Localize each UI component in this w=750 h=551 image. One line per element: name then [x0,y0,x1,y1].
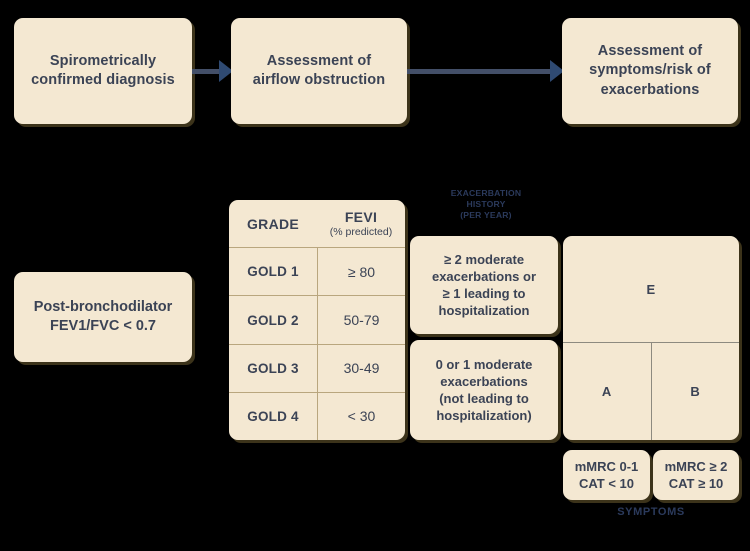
cell-grade: GOLD 1 [229,248,317,295]
header-fev-sublabel: (% predicted) [329,226,393,239]
arrow-right-icon-2 [407,60,564,82]
table-row: GOLD 4 < 30 [229,391,405,440]
gold-grade-table: GRADE FEVI (% predicted) GOLD 1 ≥ 80 GOL… [229,200,405,440]
cell-value: < 30 [317,392,405,440]
cell-value: 50-79 [317,296,405,344]
symptoms-footer-label: SYMPTOMS [617,506,685,518]
arrow-right-icon-1 [192,60,233,82]
arrow-head [219,60,233,82]
header-cell-fev: FEVI (% predicted) [317,200,405,247]
header-grade-label: GRADE [246,215,300,232]
grade-value: ≥ 80 [347,263,376,280]
arrow-shaft [407,68,550,74]
group-cell-a: A [563,343,651,440]
cell-grade: GOLD 4 [229,393,317,440]
header-cell-grade: GRADE [229,200,317,247]
abe-group-grid: E A B [563,236,739,440]
table-row: GOLD 1 ≥ 80 [229,247,405,296]
cell-grade: GOLD 2 [229,296,317,343]
cell-value: 30-49 [317,344,405,392]
cell-grade: GOLD 3 [229,345,317,392]
header-fev-label: FEVI [344,209,378,226]
group-cell-b: B [650,343,740,440]
grade-label: GOLD 4 [247,408,299,424]
table-row: GOLD 2 50-79 [229,295,405,344]
grade-value: 50-79 [343,312,380,328]
table-header-row: GRADE FEVI (% predicted) [229,200,405,247]
table-row: GOLD 3 30-49 [229,343,405,392]
cell-value: ≥ 80 [317,248,405,296]
group-e-label: E [646,281,656,297]
grade-label: GOLD 1 [247,264,299,280]
grade-label: GOLD 3 [247,360,299,376]
grade-value: < 30 [347,408,376,425]
group-cell-e: E [563,236,739,342]
arrow-head [550,60,564,82]
group-a-label: A [601,384,612,399]
grade-value: 30-49 [343,360,380,377]
abe-bottom-row: A B [563,342,739,440]
arrow-shaft [192,68,219,74]
group-b-label: B [690,384,701,399]
grade-label: GOLD 2 [247,312,299,328]
